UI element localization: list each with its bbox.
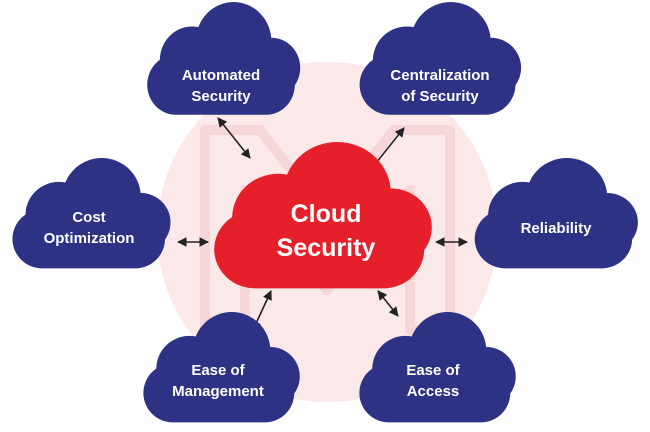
label-automated-line1: Automated xyxy=(182,67,260,84)
cloud-centralization-of-security: Centralization of Security xyxy=(359,2,522,115)
label-automated-line2: Security xyxy=(191,88,251,105)
cloud-center-cloud-security: Cloud Security xyxy=(214,142,432,289)
label-cost-line2: Optimization xyxy=(44,230,135,247)
connector-ease-access xyxy=(377,290,399,317)
label-ease-access-line2: Access xyxy=(407,383,460,400)
cloud-cost-optimization: Cost Optimization xyxy=(12,158,171,269)
label-center-line2: Security xyxy=(277,234,376,262)
label-centralization-line1: Centralization xyxy=(390,67,489,84)
label-reliability: Reliability xyxy=(521,220,593,237)
label-center-line1: Cloud xyxy=(291,200,362,228)
label-cost-line1: Cost xyxy=(72,209,105,226)
cloud-automated-security: Automated Security xyxy=(147,2,301,115)
label-ease-access-line1: Ease of xyxy=(406,362,460,379)
label-ease-management-line2: Management xyxy=(172,383,264,400)
label-ease-management-line1: Ease of xyxy=(191,362,245,379)
cloud-ease-of-access: Ease of Access xyxy=(359,312,516,423)
connector-automated xyxy=(217,117,251,159)
label-centralization-line2: of Security xyxy=(401,88,479,105)
cloud-reliability: Reliability xyxy=(474,158,638,269)
cloud-ease-of-management: Ease of Management xyxy=(143,312,300,423)
